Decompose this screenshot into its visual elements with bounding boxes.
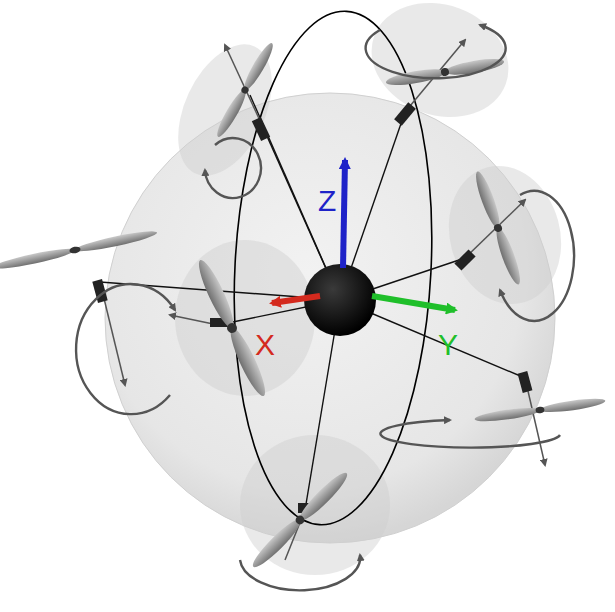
z-axis	[343, 160, 345, 268]
motors	[92, 102, 532, 513]
frame-ring	[222, 6, 445, 530]
y-axis	[372, 296, 455, 310]
axis-label: Y	[438, 330, 458, 360]
center-body	[304, 264, 376, 336]
axis-label: X	[255, 330, 275, 360]
rotation-arrows	[76, 25, 574, 590]
rotor-discs	[159, 0, 576, 575]
axis-label: Z	[318, 186, 336, 216]
propellers	[0, 41, 606, 572]
x-axis	[272, 296, 320, 303]
